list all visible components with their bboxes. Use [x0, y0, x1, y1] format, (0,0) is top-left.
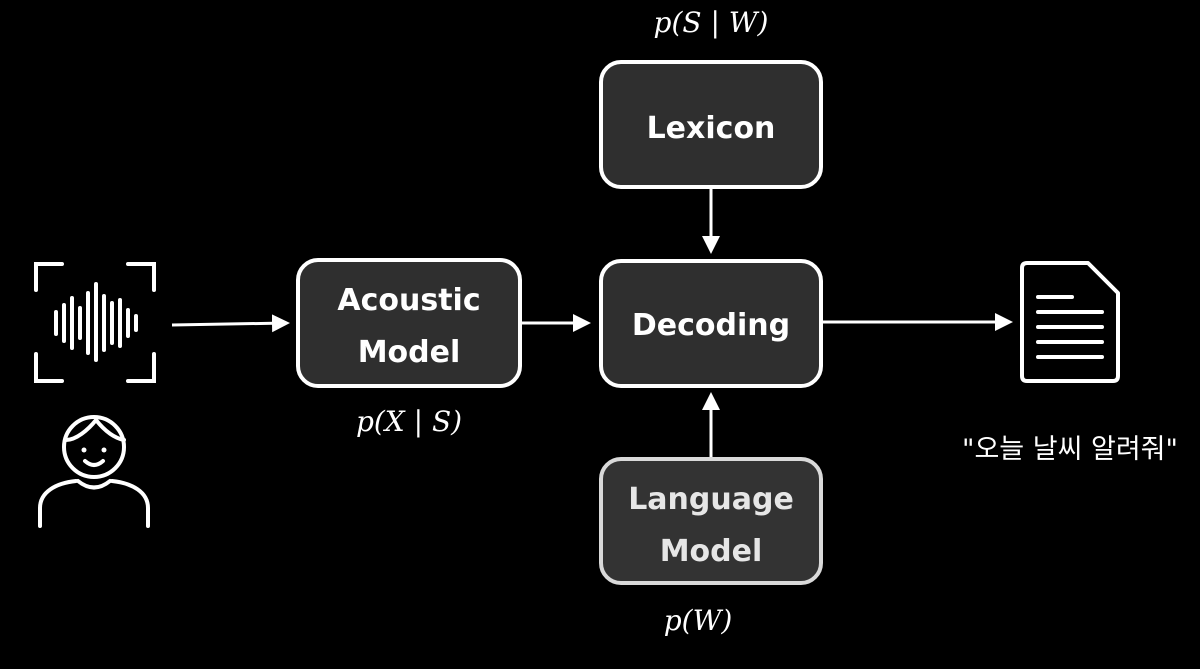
decoding-label: Decoding — [632, 308, 790, 343]
lexicon-label: Lexicon — [647, 111, 776, 146]
lexicon-formula: p(S | W) — [654, 6, 769, 39]
language-model-box: Language Model — [599, 457, 823, 585]
acoustic-model-label-line2: Model — [358, 335, 461, 370]
language-model-label-line1: Language — [628, 482, 794, 517]
acoustic-model-box: Acoustic Model — [296, 258, 522, 388]
language-model-label-line2: Model — [660, 534, 763, 569]
arrow-input-to-acoustic — [171, 314, 290, 333]
decoding-box: Decoding — [599, 259, 823, 388]
acoustic-model-label-line1: Acoustic — [337, 283, 480, 318]
lexicon-box: Lexicon — [599, 60, 823, 189]
document-icon — [1020, 261, 1120, 383]
voice-waveform-icon — [34, 262, 156, 383]
acoustic-model-formula: p(X | S) — [356, 405, 462, 438]
person-icon — [38, 415, 150, 528]
output-transcript: "오늘 날씨 알려줘" — [962, 434, 1178, 465]
language-model-formula: p(W) — [664, 604, 733, 637]
